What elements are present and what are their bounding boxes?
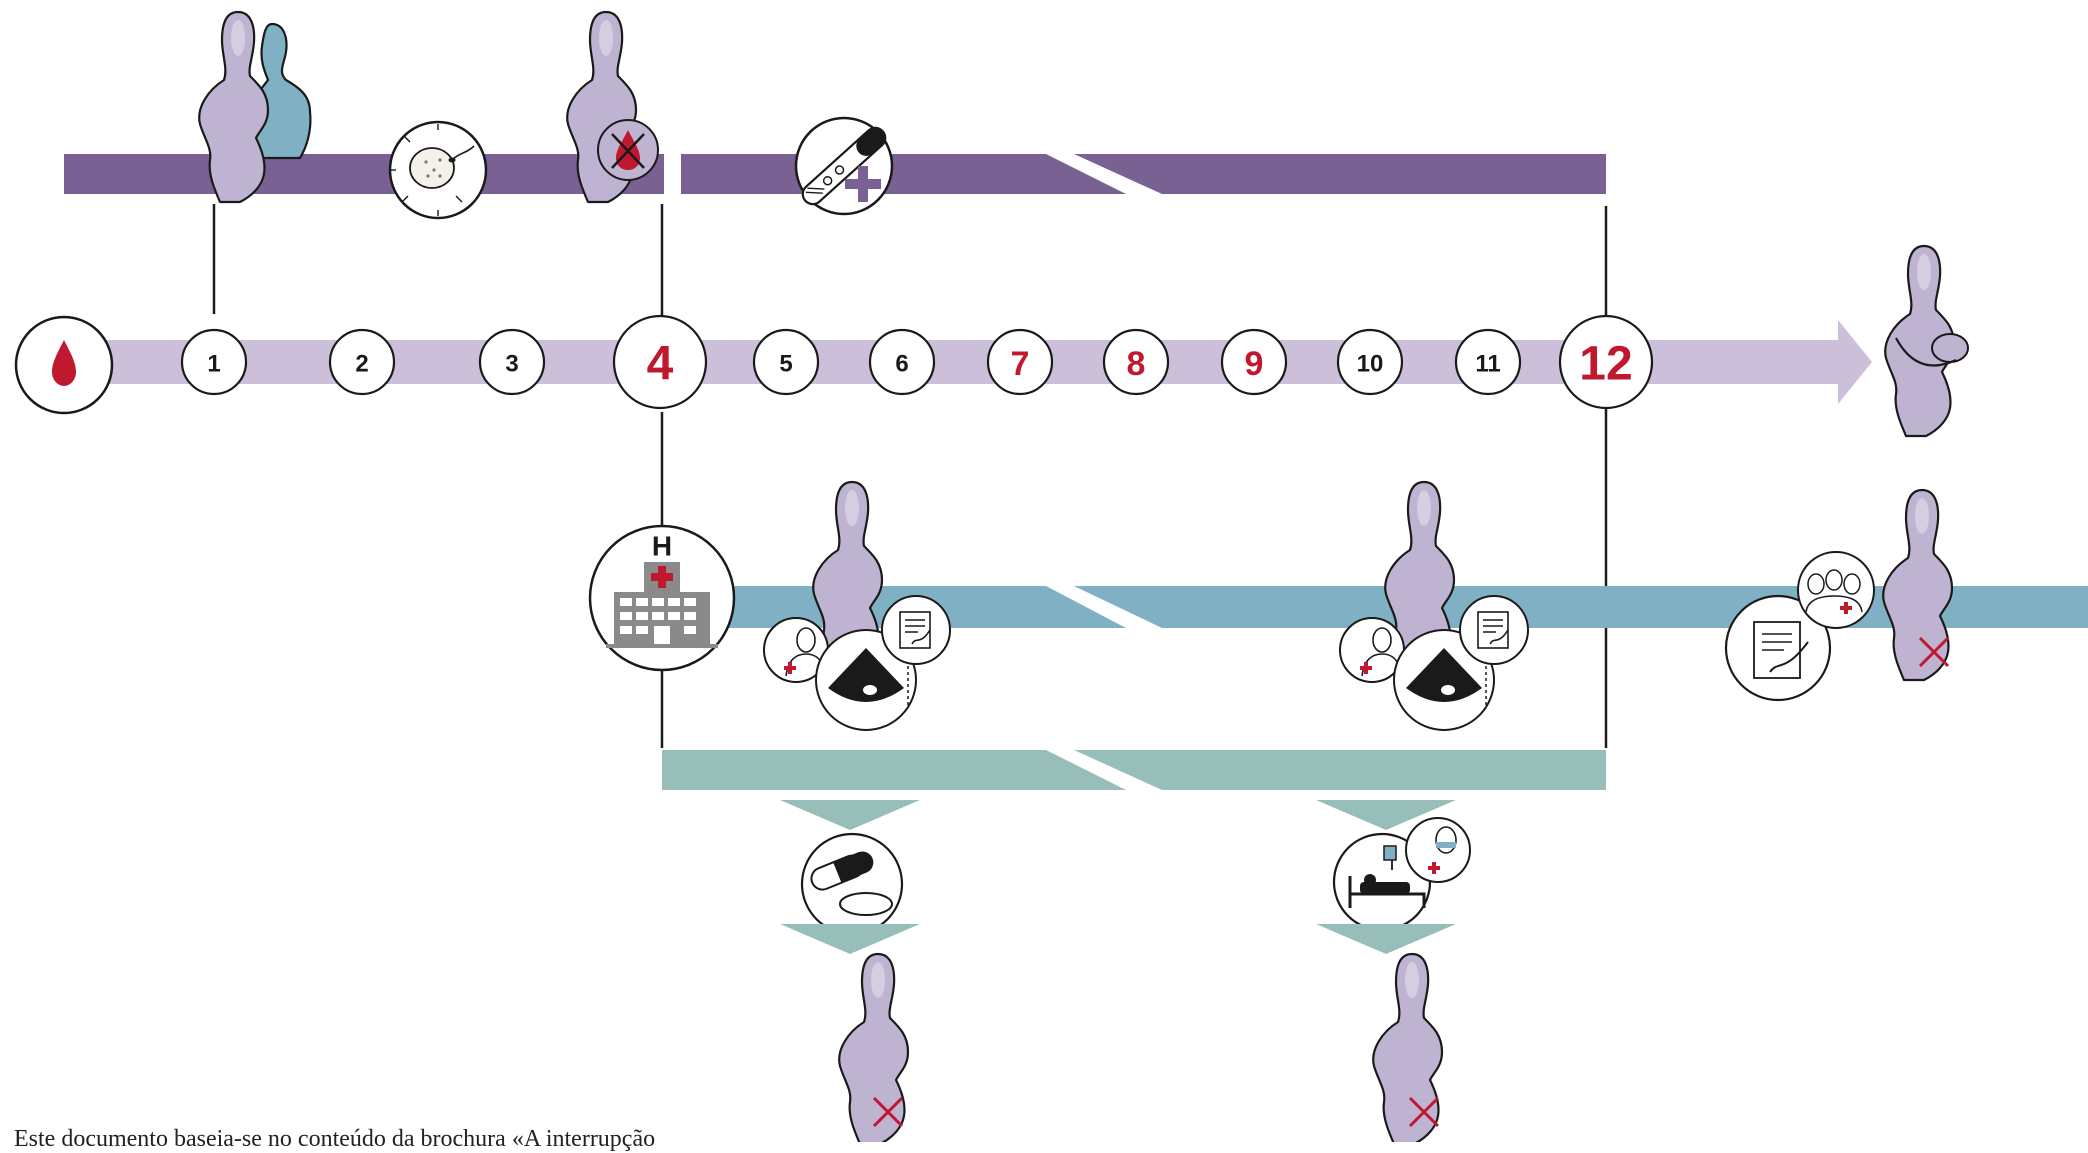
week-circle	[1454, 328, 1522, 396]
week-marker-7: 7	[986, 328, 1054, 396]
consent-form-icon	[881, 595, 951, 665]
week-label: 1	[207, 351, 220, 378]
surgical-outcome	[1316, 800, 1471, 1142]
week-label: 5	[779, 351, 792, 378]
week-circle	[752, 328, 820, 396]
week-label: 2	[355, 351, 368, 378]
consultation-group-1	[763, 480, 951, 731]
mother-baby-icon	[1884, 244, 1969, 438]
conception-band	[64, 154, 1606, 194]
blood-drop-icon	[14, 315, 114, 415]
week-marker-6: 6	[868, 328, 936, 396]
hospital-icon: H	[588, 524, 736, 672]
couple-icon	[198, 10, 312, 204]
consent-form-icon	[1459, 595, 1529, 665]
treatment-band	[662, 750, 1606, 790]
week-circle	[478, 328, 546, 396]
sperm-egg-icon	[388, 120, 488, 220]
week-marker-10: 10	[1336, 328, 1404, 396]
week-marker-8: 8	[1102, 328, 1170, 396]
week-circle	[1102, 328, 1170, 396]
week-label: 9	[1245, 345, 1264, 383]
hospital-letter: H	[652, 531, 672, 562]
week-label: 3	[505, 351, 518, 378]
week-label: 12	[1579, 338, 1632, 391]
ultrasound-icon	[815, 629, 917, 731]
week-marker-9: 9	[1220, 328, 1288, 396]
week-label: 6	[895, 351, 908, 378]
week-label: 4	[647, 338, 674, 391]
consent-form-icon	[1724, 594, 1832, 702]
week-circle	[1220, 328, 1288, 396]
week-circle	[328, 328, 396, 396]
week-label: 8	[1127, 345, 1146, 383]
week-marker-1: 1	[180, 328, 248, 396]
week-circle	[1336, 328, 1404, 396]
no-period-icon	[566, 10, 659, 204]
week-marker-3: 3	[478, 328, 546, 396]
ultrasound-icon	[1393, 629, 1495, 731]
week-marker-12: 12	[1558, 314, 1654, 410]
medical-team-icon	[1797, 551, 1875, 629]
week-circle	[612, 314, 708, 410]
pregnancy-test-icon	[794, 116, 894, 216]
week-label: 7	[1011, 345, 1030, 383]
doctor-icon	[1405, 817, 1471, 883]
week-circle	[868, 328, 936, 396]
consultation-group-2	[1339, 480, 1529, 731]
week-circle	[1558, 314, 1654, 410]
week-marker-11: 11	[1454, 328, 1522, 396]
week-circle	[986, 328, 1054, 396]
medication-outcome	[780, 800, 920, 1142]
doctor-icon	[763, 617, 829, 683]
week-circle	[180, 328, 248, 396]
medical-exception-group	[1724, 488, 1954, 702]
pills-icon	[800, 832, 904, 936]
week-marker-4: 4	[612, 314, 708, 410]
footnote: Este documento baseia-se no conteúdo da …	[14, 1126, 656, 1152]
week-label: 11	[1475, 351, 1500, 378]
week-label: 10	[1357, 351, 1384, 378]
week-marker-2: 2	[328, 328, 396, 396]
week-marker-5: 5	[752, 328, 820, 396]
